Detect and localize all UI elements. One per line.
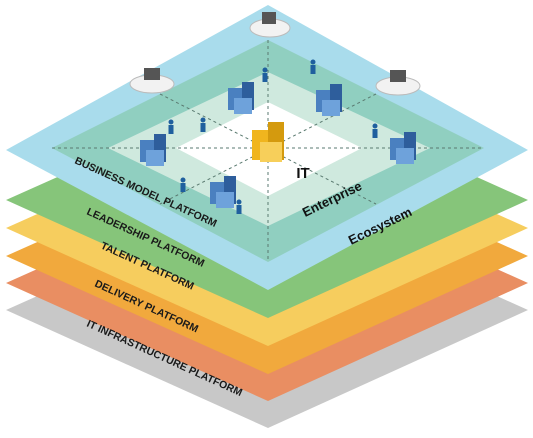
person-icon <box>372 123 378 138</box>
person-icon <box>200 117 206 132</box>
person-icon <box>310 59 316 74</box>
cloud-icon <box>249 12 291 38</box>
building-icon <box>316 84 342 116</box>
person-icon <box>236 199 242 214</box>
people <box>168 59 378 214</box>
person-icon <box>180 177 186 192</box>
person-icon <box>262 67 268 82</box>
person-icon <box>168 119 174 134</box>
clouds <box>129 12 421 96</box>
buildings <box>140 82 416 208</box>
building-icon <box>140 134 166 166</box>
it-building-icon <box>252 122 284 162</box>
building-icon <box>228 82 254 114</box>
building-icon <box>390 132 416 164</box>
it-label: IT <box>296 165 309 182</box>
building-icon <box>210 176 236 208</box>
cloud-icon <box>129 68 175 94</box>
cloud-icon <box>375 70 421 96</box>
